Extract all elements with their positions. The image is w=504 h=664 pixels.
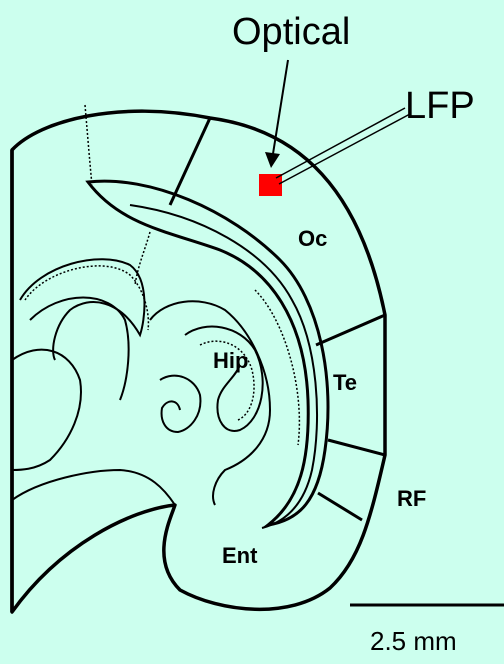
hip-label: Hip — [213, 348, 248, 373]
oc-boundary-line — [170, 118, 210, 205]
te-upper-boundary-line — [316, 315, 385, 345]
brainstem-outline — [12, 470, 175, 505]
optical-arrowhead — [265, 152, 280, 168]
cortex-inner-boundary — [88, 181, 328, 525]
outer-section-outline — [12, 111, 385, 612]
ent-label: Ent — [222, 543, 258, 568]
subcortical-lower — [12, 350, 81, 470]
lfp-label: LFP — [405, 85, 475, 127]
dotted-line-cingulate — [135, 232, 150, 285]
oc-label: Oc — [298, 226, 327, 251]
lfp-electrode-line-2 — [279, 114, 410, 184]
subcortical-outline — [20, 259, 144, 360]
rf-boundary-line — [318, 493, 362, 520]
rf-label: RF — [397, 486, 426, 511]
scale-bar-label: 2.5 mm — [370, 626, 457, 656]
te-label: Te — [333, 370, 357, 395]
te-lower-boundary-line — [328, 440, 385, 455]
optical-label: Optical — [232, 11, 350, 53]
nucleus-outline — [160, 376, 200, 432]
lfp-electrode-line-1 — [276, 108, 405, 178]
